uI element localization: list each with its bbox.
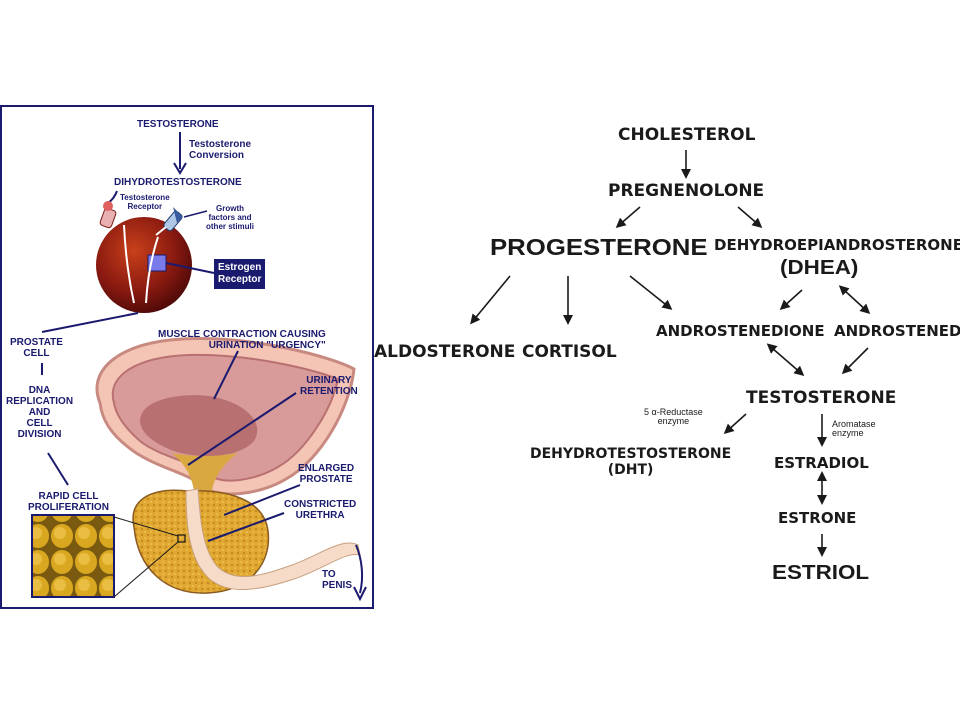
label-growth: Growth factors and other stimuli <box>206 204 255 231</box>
arrow-testosterone-dht <box>723 413 747 435</box>
label-rapid: RAPID CELL PROLIFERATION <box>28 491 109 513</box>
node-progesterone: PROGESTERONE <box>490 234 708 260</box>
label-conversion: Testosterone Conversion <box>189 139 252 161</box>
magnified-cells-inset <box>31 514 115 598</box>
node-cholesterol: CHOLESTEROL <box>618 125 756 145</box>
arrow-progesterone-androstenedione <box>629 275 673 310</box>
node-pregnenolone: PREGNENOLONE <box>608 181 765 201</box>
label-dna: DNA REPLICATION AND CELL DIVISION <box>6 385 74 440</box>
label-testosterone: TESTOSTERONE <box>137 119 219 130</box>
node-dhea: (DHEA) <box>780 257 859 279</box>
node-androstenedione: ANDROSTENEDIONE <box>656 322 825 340</box>
label-urinary: URINARY RETENTION <box>300 375 358 397</box>
label-enlarged: ENLARGED PROSTATE <box>298 463 355 485</box>
arrow-androstenedione-testosterone <box>766 343 805 376</box>
label-reductase: 5 α-Reductase enzyme <box>644 407 703 426</box>
node-testosterone: TESTOSTERONE <box>746 388 897 408</box>
prostate-cell-body <box>96 217 192 313</box>
pathway-arrows <box>470 150 871 557</box>
node-androstenediol: ANDROSTENEDI <box>834 322 960 340</box>
arrow-dhea-androstenediol <box>838 285 871 315</box>
arrow-pregnenolone-dhea <box>737 206 763 228</box>
node-estrone: ESTRONE <box>778 509 857 527</box>
label-receptor: Testosterone Receptor <box>120 193 170 211</box>
label-muscle: MUSCLE CONTRACTION CAUSING URINATION "UR… <box>158 329 326 351</box>
node-aldosterone: ALDOSTERONE <box>374 342 516 362</box>
prostate-diagram: TESTOSTERONE Testosterone Conversion DIH… <box>0 105 374 609</box>
node-estradiol: ESTRADIOL <box>774 454 869 472</box>
steroid-pathway-diagram: CHOLESTEROL PREGNENOLONE PROGESTERONE DE… <box>374 0 960 720</box>
prostate-illustration <box>31 132 367 602</box>
node-cortisol: CORTISOL <box>522 342 617 362</box>
arrow-pregnenolone-progesterone <box>615 206 641 228</box>
arrow-dhea-androstenedione <box>779 289 803 311</box>
label-estrogen-receptor: Estrogen Receptor <box>214 259 266 289</box>
arrow-androstenediol-testosterone <box>841 347 869 375</box>
node-dhea-full: DEHYDROEPIANDROSTERONE <box>714 236 960 254</box>
node-dht: DEHYDROTESTOSTERONE (DHT) <box>530 446 732 478</box>
label-penis: TO PENIS <box>322 569 353 591</box>
label-prostate-cell: PROSTATE CELL <box>10 337 63 359</box>
label-constricted: CONSTRICTED URETHRA <box>284 499 357 521</box>
label-aromatase: Aromatase enzyme <box>832 419 876 438</box>
label-dht: DIHYDROTESTOSTERONE <box>114 177 242 188</box>
arrow-progesterone-aldosterone <box>470 275 511 325</box>
node-estriol: ESTRIOL <box>772 562 870 584</box>
